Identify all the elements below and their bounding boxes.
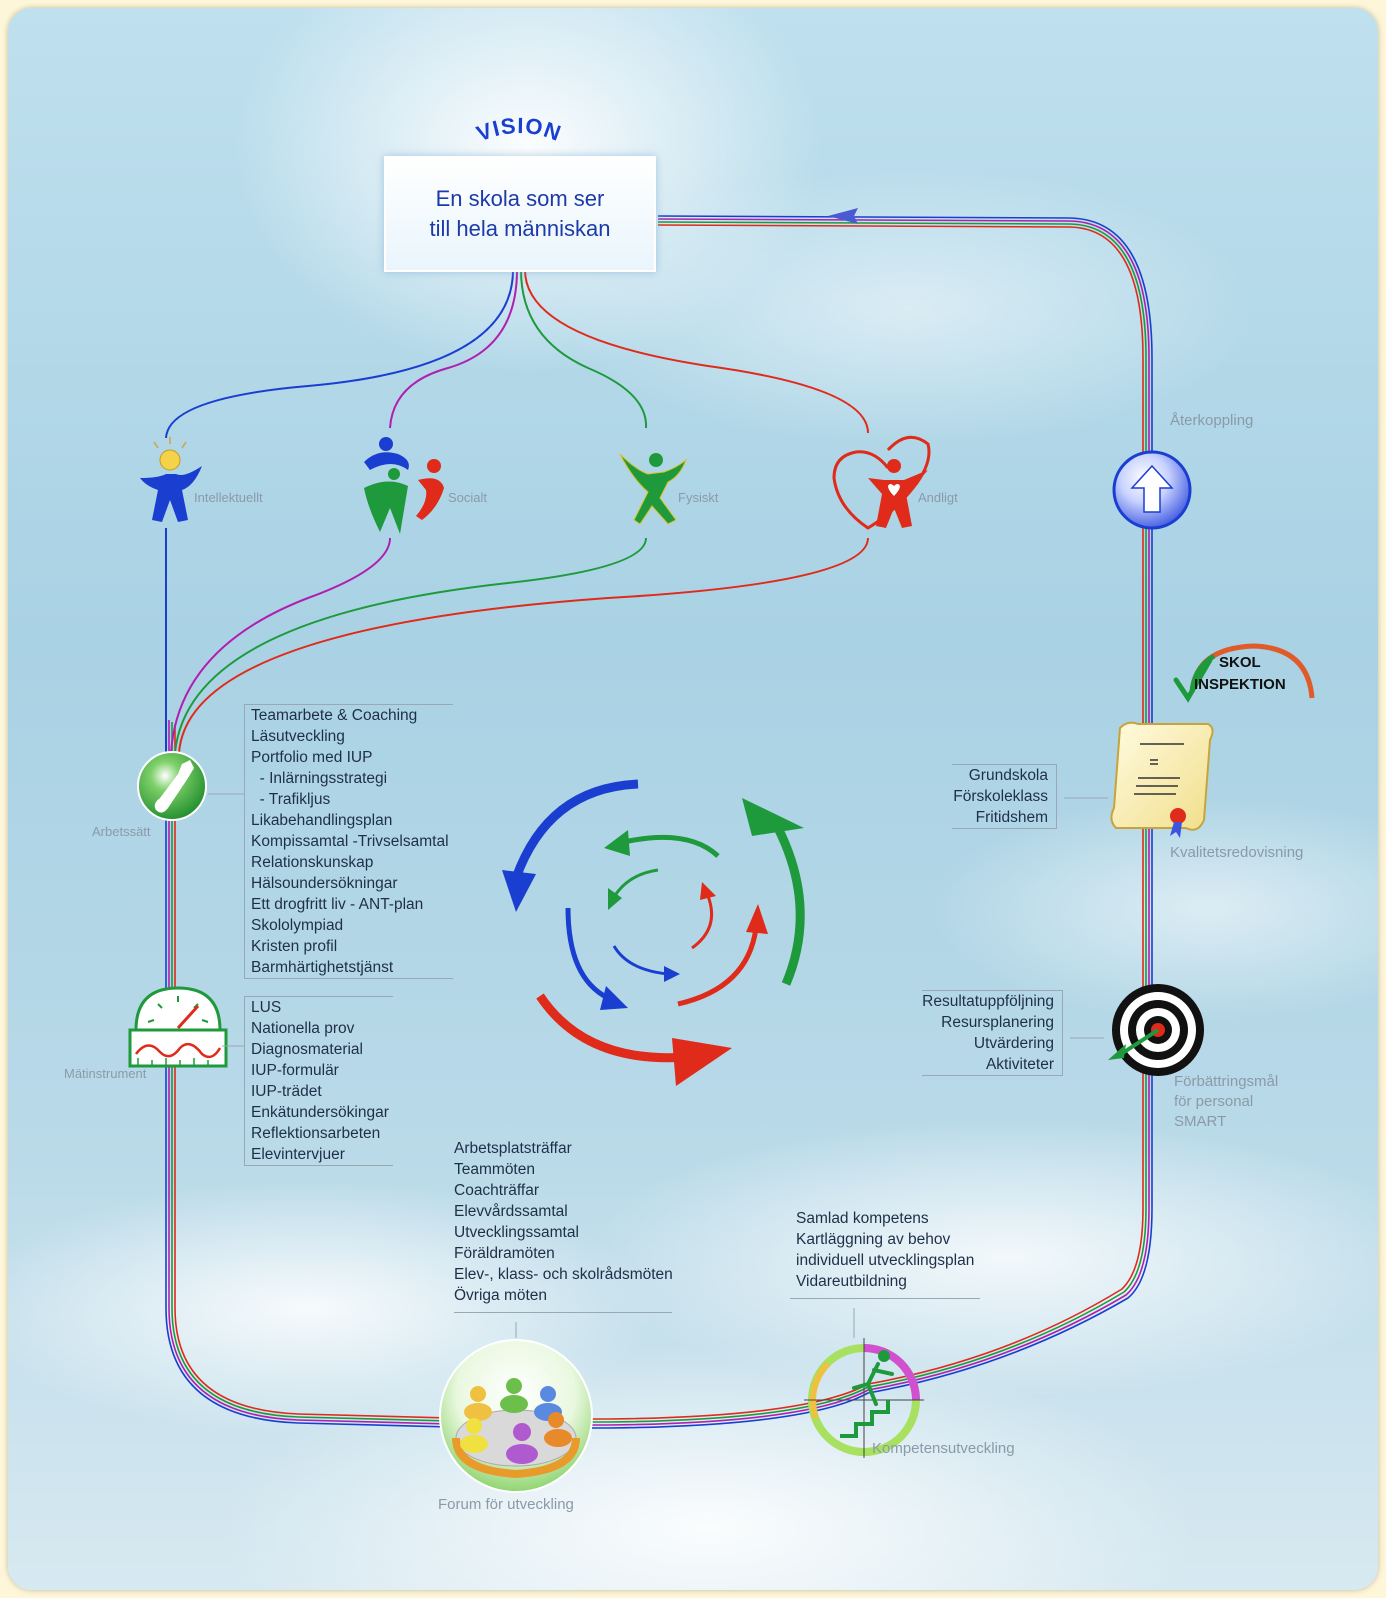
main-loop-cable <box>165 208 1153 1429</box>
list-item: Kartläggning av behov <box>796 1231 951 1248</box>
label-forbattring-line-3: SMART <box>1174 1113 1227 1130</box>
swirl-arrow-red-small <box>691 895 713 950</box>
list-item: Vidareutbildning <box>796 1273 907 1290</box>
list-item: Reflektionsarbeten <box>251 1125 381 1142</box>
vision-box: En skola som ser till hela människan <box>384 156 656 272</box>
list-item: Kristen profil <box>251 938 338 955</box>
list-item: Enkätundersökingar <box>251 1104 389 1121</box>
cycle-arrows <box>502 779 805 1086</box>
list-item: Aktiviteter <box>985 1056 1054 1073</box>
vision-line-2: till hela människan <box>429 216 611 241</box>
label-kompetens: Kompetensutveckling <box>872 1440 1015 1457</box>
list-item: Föräldramöten <box>454 1245 555 1262</box>
fysiskt-person-icon <box>619 453 688 525</box>
list-item: Övriga möten <box>454 1287 548 1304</box>
label-skolinspektion: SKOL INSPEKTION <box>1194 652 1286 696</box>
label-socialt: Socialt <box>448 490 488 505</box>
label-skolinspektion-line-1: SKOL <box>1219 654 1261 671</box>
target-dart-icon <box>1108 984 1204 1076</box>
label-skolinspektion-line-2: INSPEKTION <box>1194 676 1286 693</box>
wrench-icon <box>137 751 207 821</box>
dimension-links <box>165 528 869 754</box>
label-intellektuellt: Intellektuellt <box>194 490 263 505</box>
list-item: - Inlärningsstrategi <box>251 770 388 787</box>
label-kvalitet: Kvalitetsredovisning <box>1170 844 1304 861</box>
swirl-arrow-blue-mid <box>565 907 610 1001</box>
swirl-arrow-blue-small <box>612 945 669 976</box>
list-item: Coachträffar <box>454 1182 540 1199</box>
label-aterkoppling: Återkoppling <box>1170 412 1254 429</box>
list-item: Fritidshem <box>975 809 1048 826</box>
andligt-heart-person-icon <box>832 435 931 530</box>
list-item: Arbetsplatsträffar <box>454 1140 572 1157</box>
list-item: Teamarbete & Coaching <box>251 707 418 724</box>
list-item: Teammöten <box>454 1161 535 1178</box>
stairs-runner-icon <box>804 1338 924 1458</box>
list-item: Elevvårdssamtal <box>454 1203 568 1220</box>
label-fysiskt: Fysiskt <box>678 490 719 505</box>
gauge-meter-icon <box>128 986 228 1068</box>
list-item: Elevintervjuer <box>251 1146 345 1163</box>
label-forbattring-line-2: för personal <box>1174 1093 1254 1110</box>
list-item: Likabehandlingsplan <box>251 812 393 829</box>
list-item: Diagnosmaterial <box>251 1041 363 1058</box>
forum-people-icon <box>439 1339 593 1493</box>
list-item: Kompissamtal -Trivselsamtal <box>251 833 449 850</box>
list-item: Läsutveckling <box>251 728 345 745</box>
list-item: IUP-formulär <box>251 1062 339 1079</box>
list-item: Relationskunskap <box>251 854 374 871</box>
swirl-arrow-green-small <box>614 868 659 895</box>
vision-line-1: En skola som ser <box>435 186 605 211</box>
list-item: Grundskola <box>968 767 1048 784</box>
list-item: Portfolio med IUP <box>251 749 373 766</box>
swirl-arrow-green-mid <box>623 834 720 858</box>
list-item: LUS <box>251 999 282 1016</box>
list-item: Barmhärtighetstjänst <box>251 959 394 976</box>
swirl-arrow-green-large <box>773 825 805 986</box>
flow-diagram: VISION <box>128 113 1315 1493</box>
list-item: Hälsoundersökningar <box>251 875 398 892</box>
list-item: individuell utvecklingsplan <box>796 1252 975 1269</box>
swirl-arrow-blue-large <box>511 779 639 880</box>
list-item: Utvecklingssamtal <box>454 1224 579 1241</box>
label-arbetssatt: Arbetssätt <box>92 824 151 839</box>
list-item: Samlad kompetens <box>796 1210 929 1227</box>
label-forbattring-line-1: Förbättringsmål <box>1174 1073 1279 1090</box>
list-item: Nationella prov <box>251 1020 355 1037</box>
label-matinstrument: Mätinstrument <box>64 1066 147 1081</box>
list-item: Utvärdering <box>973 1035 1054 1052</box>
skolinspektion-check-icon <box>1173 643 1315 703</box>
intellektuellt-person-icon <box>140 437 202 522</box>
list-connectors <box>208 793 1108 1338</box>
swirl-arrowhead-blue-large <box>502 870 536 912</box>
label-forum: Forum för utveckling <box>438 1496 574 1513</box>
arrowhead-to-vision <box>828 208 858 224</box>
swirl-arrow-red-large <box>536 993 699 1063</box>
vision-heading: VISION <box>473 113 565 146</box>
list-item: Ett drogfritt liv - ANT-plan <box>251 896 424 913</box>
vision-branches <box>165 269 869 439</box>
label-forbattring: Förbättringsmål för personal SMART <box>1174 1072 1278 1132</box>
swirl-arrow-red-mid <box>677 927 759 1007</box>
list-item: IUP-trädet <box>251 1083 322 1100</box>
list-item: Skololympiad <box>251 917 344 934</box>
label-andligt: Andligt <box>918 490 958 505</box>
list-item: Resursplanering <box>941 1014 1054 1031</box>
list-item: - Trafikljus <box>251 791 331 808</box>
list-item: Elev-, klass- och skolrådsmöten <box>454 1266 673 1283</box>
list-item: Resultatuppföljning <box>922 993 1054 1010</box>
diagram-frame: VISION En skola som ser till hela männis… <box>8 8 1378 1590</box>
up-arrow-icon <box>1112 450 1192 530</box>
list-item: Förskoleklass <box>953 788 1048 805</box>
certificate-scroll-icon <box>1110 721 1214 838</box>
socialt-people-icon <box>364 437 444 534</box>
